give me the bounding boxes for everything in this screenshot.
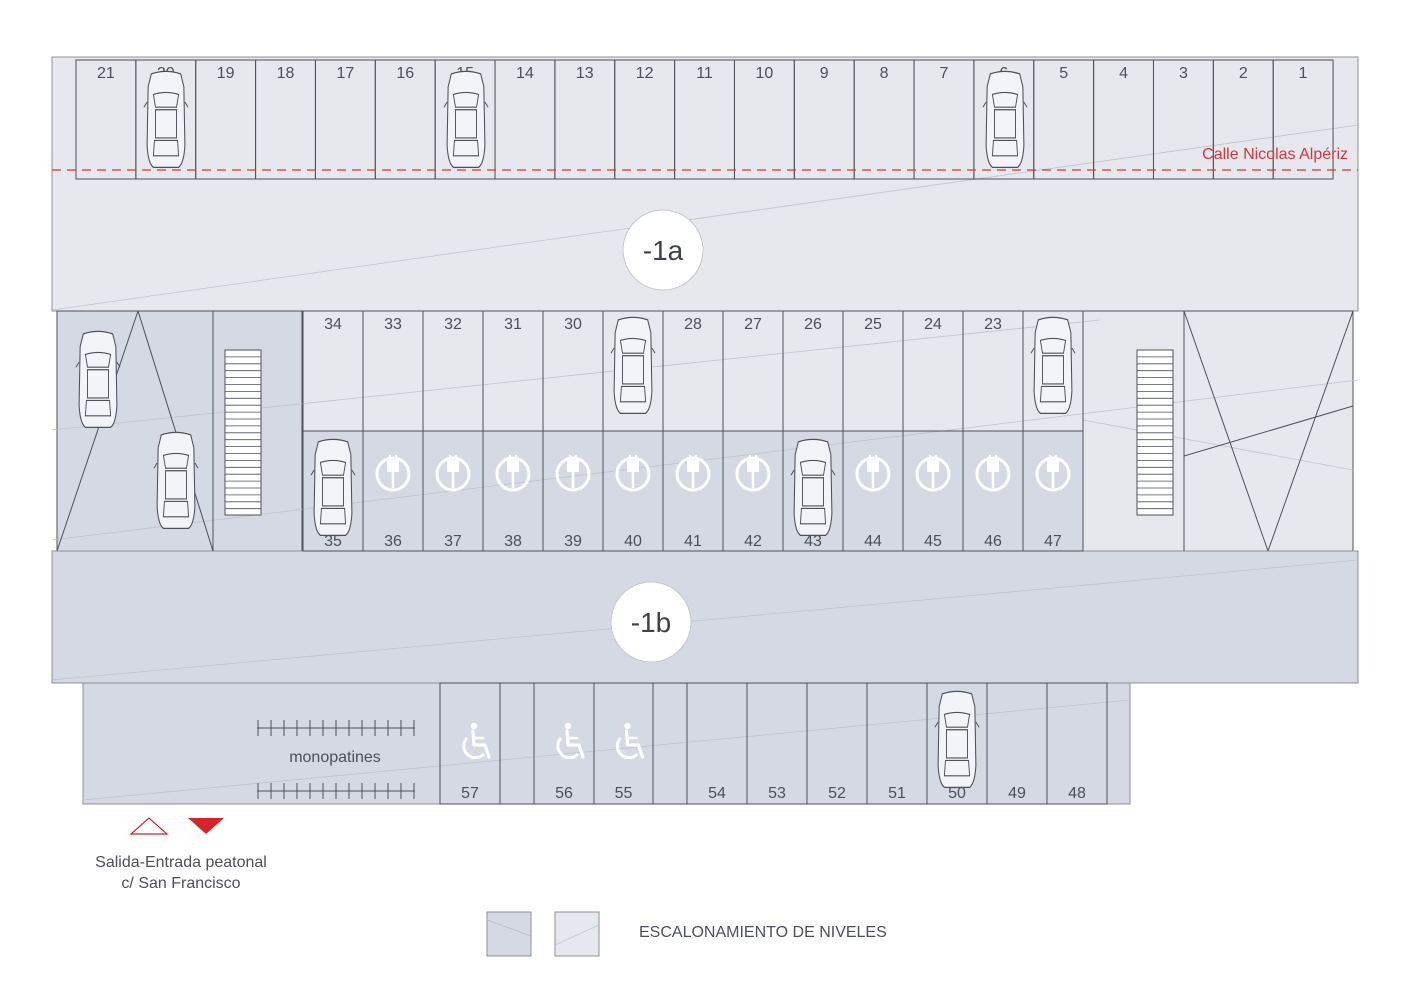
stairs-icon xyxy=(1136,349,1174,516)
stall-number: 47 xyxy=(1044,533,1062,550)
stall-number: 44 xyxy=(864,533,882,550)
stall-number: 3 xyxy=(1179,65,1188,82)
car-icon xyxy=(934,690,980,788)
stall-number: 32 xyxy=(444,316,462,333)
car-icon xyxy=(310,438,356,536)
stall-number: 38 xyxy=(504,533,522,550)
pedestrian-entrance: Salida-Entrada peatonal c/ San Francisco xyxy=(95,817,267,892)
pedestrian-label-line1: Salida-Entrada peatonal xyxy=(95,854,267,871)
stall-number: 37 xyxy=(444,533,462,550)
stall-number: 48 xyxy=(1068,785,1086,802)
stall-number: 24 xyxy=(924,316,942,333)
stall-number: 53 xyxy=(768,785,786,802)
car-icon xyxy=(443,70,489,169)
stall-number: 55 xyxy=(615,785,633,802)
stall-number: 8 xyxy=(880,65,889,82)
stall-number: 39 xyxy=(564,533,582,550)
stall-number: 51 xyxy=(888,785,906,802)
stall-number: 34 xyxy=(324,316,342,333)
stall-number: 19 xyxy=(217,65,235,82)
stall-number: 18 xyxy=(277,65,295,82)
arrow-down-icon xyxy=(188,818,224,834)
stall-number: 12 xyxy=(636,65,654,82)
stall-number: 13 xyxy=(576,65,594,82)
stall-number: 50 xyxy=(948,785,966,802)
stall-number: 35 xyxy=(324,533,342,550)
stall-number: 2 xyxy=(1239,65,1248,82)
stall-number: 52 xyxy=(828,785,846,802)
stall-number: 40 xyxy=(624,533,642,550)
scooter-rack xyxy=(257,720,415,799)
stall-number: 36 xyxy=(384,533,402,550)
car-icon xyxy=(153,431,199,529)
monopatines-label: monopatines xyxy=(289,749,381,766)
level-1b-zone xyxy=(51,550,1359,684)
stall-number: 5 xyxy=(1059,65,1068,82)
car-icon xyxy=(75,330,121,428)
legend: ESCALONAMIENTO DE NIVELES xyxy=(486,911,887,957)
stall-number: 46 xyxy=(984,533,1002,550)
stall-number: 41 xyxy=(684,533,702,550)
stall-number: 45 xyxy=(924,533,942,550)
car-icon xyxy=(1030,316,1076,414)
stall-number: 57 xyxy=(461,785,479,802)
stall-number: 17 xyxy=(336,65,354,82)
level-1a-label: -1a xyxy=(643,235,684,266)
parking-stall xyxy=(1046,682,1108,805)
car-icon xyxy=(982,70,1028,169)
level-1b-label: -1b xyxy=(631,607,671,638)
stall-number: 28 xyxy=(684,316,702,333)
stall-number: 4 xyxy=(1119,65,1128,82)
stalls-row-35-47 xyxy=(302,430,1084,552)
car-icon xyxy=(610,316,656,414)
stalls-row-1-21 xyxy=(75,59,1334,180)
level-1a-marker: -1a xyxy=(622,209,704,291)
stall-number: 43 xyxy=(804,533,822,550)
legend-swatch-upper xyxy=(554,911,600,957)
stall-number: 33 xyxy=(384,316,402,333)
stall-number: 14 xyxy=(516,65,534,82)
stall-number: 16 xyxy=(396,65,414,82)
stairs-icon xyxy=(224,349,262,516)
stall-number: 11 xyxy=(696,65,713,82)
stall-number: 42 xyxy=(744,533,762,550)
stall-number: 25 xyxy=(864,316,882,333)
parking-stall xyxy=(1272,59,1334,180)
stall-number: 9 xyxy=(820,65,829,82)
stairs-icon xyxy=(224,349,1174,516)
pedestrian-label-line2: c/ San Francisco xyxy=(121,875,240,892)
legend-swatch-lower xyxy=(486,911,532,957)
stall-number: 27 xyxy=(744,316,762,333)
car-icon xyxy=(143,70,189,169)
arrow-up-outline-icon xyxy=(129,817,169,835)
car-icon xyxy=(790,438,836,536)
stall-number: 56 xyxy=(555,785,573,802)
stall-number: 21 xyxy=(97,65,115,82)
stall-number: 54 xyxy=(708,785,726,802)
legend-label: ESCALONAMIENTO DE NIVELES xyxy=(639,924,887,941)
level-1a-zone xyxy=(51,56,1359,312)
ramps-and-stairs xyxy=(56,310,1354,804)
stall-number: 1 xyxy=(1299,65,1308,82)
stall-number: 31 xyxy=(504,316,522,333)
stall-number: 26 xyxy=(804,316,822,333)
stall-number: 30 xyxy=(564,316,582,333)
street-label: Calle Nicolas Alpériz xyxy=(1202,146,1348,163)
stall-number: 23 xyxy=(984,316,1002,333)
level-1b-marker: -1b xyxy=(610,581,692,663)
stall-number: 7 xyxy=(940,65,949,82)
stall-number: 49 xyxy=(1008,785,1026,802)
stall-number: 10 xyxy=(755,65,773,82)
